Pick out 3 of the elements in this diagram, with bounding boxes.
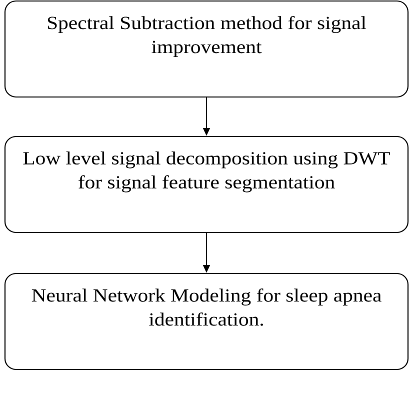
process-box: Neural Network Modeling for sleep apnea identification.: [4, 272, 409, 370]
process-box: Low level signal decomposition using DWT for signal feature segmentation: [4, 136, 409, 234]
process-box: Spectral Subtraction method for signal improvement: [4, 0, 409, 98]
